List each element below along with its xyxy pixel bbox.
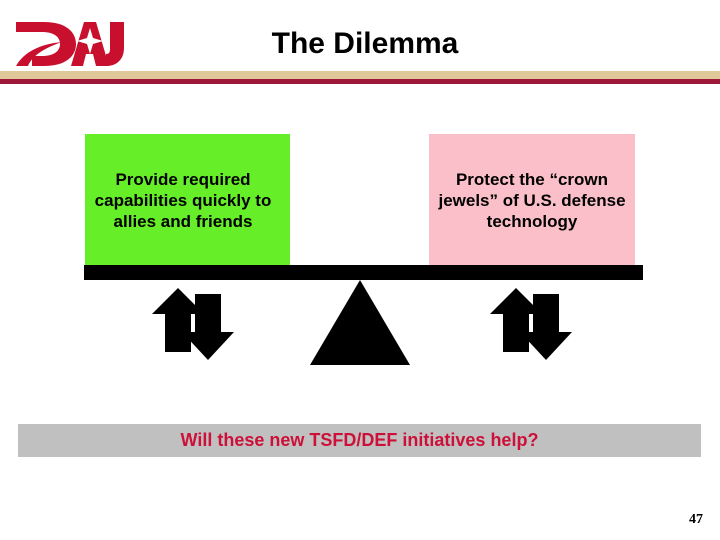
left-up-down-arrows-icon — [152, 288, 238, 360]
fulcrum-triangle-icon — [310, 280, 410, 365]
left-concept-text: Provide required capabilities quickly to… — [94, 169, 272, 231]
header-divider-tan — [0, 71, 720, 79]
question-banner-text: Will these new TSFD/DEF initiatives help… — [180, 430, 539, 450]
right-concept-box: Protect the “crown jewels” of U.S. defen… — [429, 134, 635, 266]
page-number: 47 — [689, 512, 703, 527]
header-divider-red — [0, 79, 720, 84]
balance-beam — [84, 265, 643, 280]
right-up-down-arrows-icon — [490, 288, 576, 360]
question-banner: Will these new TSFD/DEF initiatives help… — [18, 424, 701, 457]
dau-logo — [14, 18, 132, 70]
left-concept-box: Provide required capabilities quickly to… — [85, 134, 290, 266]
page-title: The Dilemma — [271, 27, 459, 60]
right-concept-text: Protect the “crown jewels” of U.S. defen… — [438, 169, 626, 231]
